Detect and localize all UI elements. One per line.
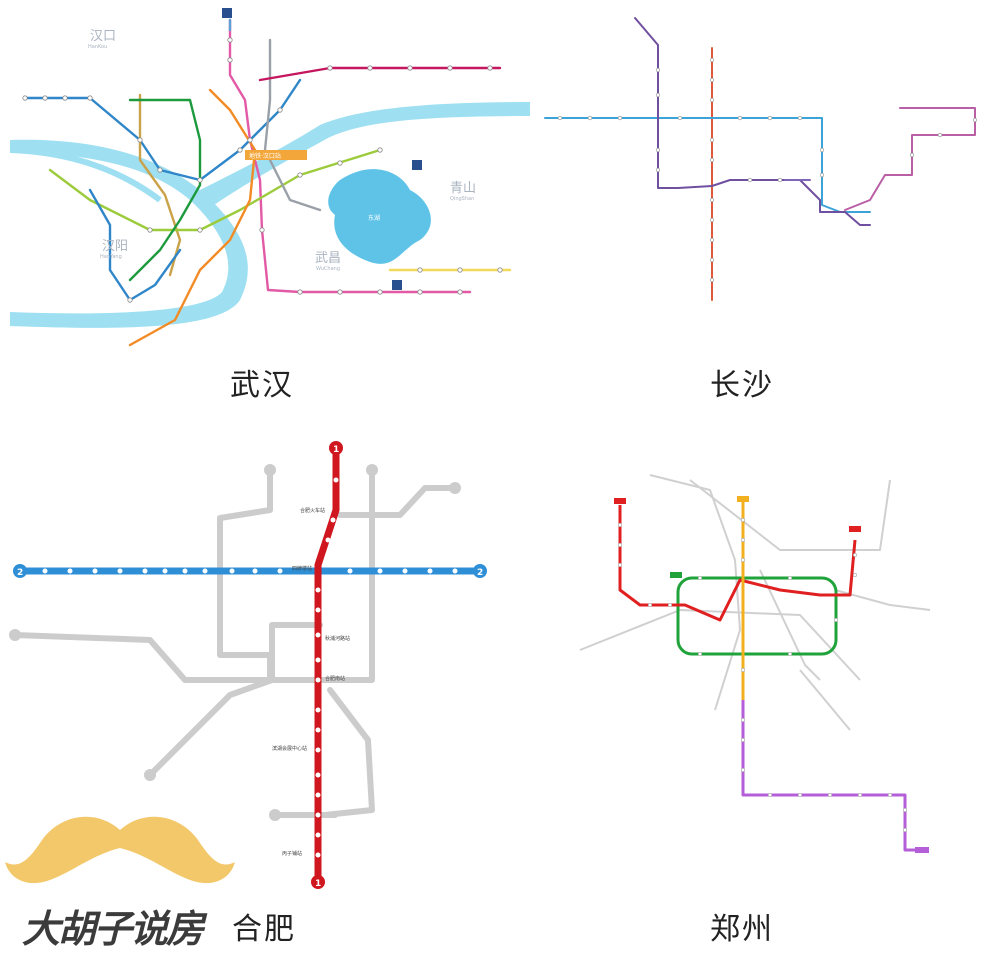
hefei-line-2-badge-right <box>473 564 487 578</box>
highlight-station-box <box>245 150 307 160</box>
svg-text:丙子铺站: 丙子铺站 <box>282 850 302 857</box>
hefei-line-1-badge-bottom <box>311 875 325 889</box>
district-hanyang: 汉阳 <box>102 239 128 254</box>
zz-other-c <box>579 609 861 681</box>
wuhan-stations <box>22 37 503 303</box>
east-lake-label: 东湖 <box>368 214 380 222</box>
hefei-line-1-badge-bottom-label: 1 <box>315 879 321 889</box>
zz-other-a <box>649 474 741 711</box>
hefei-line-2-badge-right-label: 2 <box>477 568 483 578</box>
wuhan-panel: 汉口 HanKou 汉阳 HanYang 武昌 WuChang 青山 QingS… <box>0 0 540 403</box>
hefei-map: 1 1 2 2 合肥火车站 四牌楼站 秋浦河路站 合肥南站 滨湖会展中心站 丙子… <box>9 441 487 889</box>
district-wuchang: 武昌 <box>315 251 341 266</box>
zhengzhou-panel: 郑州 <box>560 430 1000 947</box>
wuhan-line-8 <box>263 38 322 212</box>
wuhan-line-6 <box>128 98 202 282</box>
district-qingshan-en: QingShan <box>450 196 474 202</box>
airport-icon <box>222 8 232 18</box>
zhengzhou-map <box>579 474 931 853</box>
zz-line-14-tag <box>915 847 929 853</box>
zz-line-2-tag <box>737 496 749 502</box>
city-label-changsha: 长沙 <box>710 368 774 403</box>
city-label-wuhan: 武汉 <box>230 368 294 403</box>
changsha-line-3 <box>634 17 871 226</box>
district-wuchang-en: WuChang <box>316 266 340 272</box>
hefei-line-1-badge-top <box>329 441 343 455</box>
svg-text:秋浦河路站: 秋浦河路站 <box>325 635 350 642</box>
yangtze-river <box>10 139 248 328</box>
hefei-line1-labels: 合肥火车站 四牌楼站 秋浦河路站 合肥南站 滨湖会展中心站 丙子铺站 <box>272 507 350 857</box>
svg-text:合肥南站: 合肥南站 <box>325 675 345 682</box>
svg-text:合肥火车站: 合肥火车站 <box>300 507 325 514</box>
hefei-line-1-badge-top-label: 1 <box>333 445 339 455</box>
han-river <box>9 147 162 203</box>
wuhan-hanyang-loop <box>88 188 182 302</box>
zz-line-1-tag-west <box>614 498 626 504</box>
city-label-zhengzhou: 郑州 <box>710 912 774 947</box>
train-station-icon-2 <box>392 280 402 290</box>
wuhan-line-2 <box>228 18 472 294</box>
zz-other-b <box>689 479 891 551</box>
hefei-other-line-c <box>12 632 273 683</box>
changsha-line-2 <box>544 117 871 213</box>
district-hankou: 汉口 <box>90 29 116 44</box>
changsha-panel: 长沙 <box>540 0 1000 403</box>
brand-name: 大胡子说房 <box>22 907 204 951</box>
svg-text:滨湖会展中心站: 滨湖会展中心站 <box>272 745 307 752</box>
hefei-line-2-badge-left <box>13 564 27 578</box>
changsha-line-4 <box>844 107 976 211</box>
yangtze-river-east <box>200 102 530 205</box>
hefei-terminals <box>9 464 461 821</box>
hefei-other-line-b <box>369 467 458 518</box>
hefei-other-line-e <box>322 687 375 818</box>
wuhan-line-7 <box>128 88 257 347</box>
zz-stations <box>617 517 908 833</box>
zz-line-5-tag <box>670 572 682 578</box>
hefei-other-line-a <box>217 467 375 683</box>
zz-other-d <box>759 569 821 681</box>
wuhan-line-21 <box>258 66 502 82</box>
hefei-line-2-badge-left-label: 2 <box>17 568 23 578</box>
mustache-logo <box>5 816 235 884</box>
zz-other-f <box>799 669 851 731</box>
district-hankou-en: HanKou <box>88 44 107 50</box>
hefei-stations <box>42 477 458 858</box>
district-hanyang-en: HanYang <box>100 254 122 260</box>
svg-text:四牌楼站: 四牌楼站 <box>292 565 312 572</box>
wuhan-line-1 <box>23 78 302 182</box>
mustache-icon <box>5 816 235 884</box>
hefei-other-line-d <box>147 622 323 778</box>
highlight-station-label: 地铁·汉口站 <box>249 152 281 160</box>
east-lake <box>328 169 431 264</box>
zz-other-e <box>834 589 931 611</box>
changsha-stations <box>557 57 978 283</box>
zz-line-5-loop <box>676 576 838 656</box>
zz-line-1 <box>618 505 857 622</box>
hefei-panel: 1 1 2 2 合肥火车站 四牌楼站 秋浦河路站 合肥南站 滨湖会展中心站 丙子… <box>0 430 500 947</box>
zz-line-1-tag-east <box>849 526 861 532</box>
zz-line-14 <box>741 700 915 852</box>
wuhan-map: 汉口 HanKou 汉阳 HanYang 武昌 WuChang 青山 QingS… <box>9 8 530 347</box>
train-station-icon <box>412 160 422 170</box>
changsha-map <box>544 17 978 301</box>
city-label-hefei: 合肥 <box>232 912 296 947</box>
district-qingshan: 青山 <box>450 181 476 196</box>
